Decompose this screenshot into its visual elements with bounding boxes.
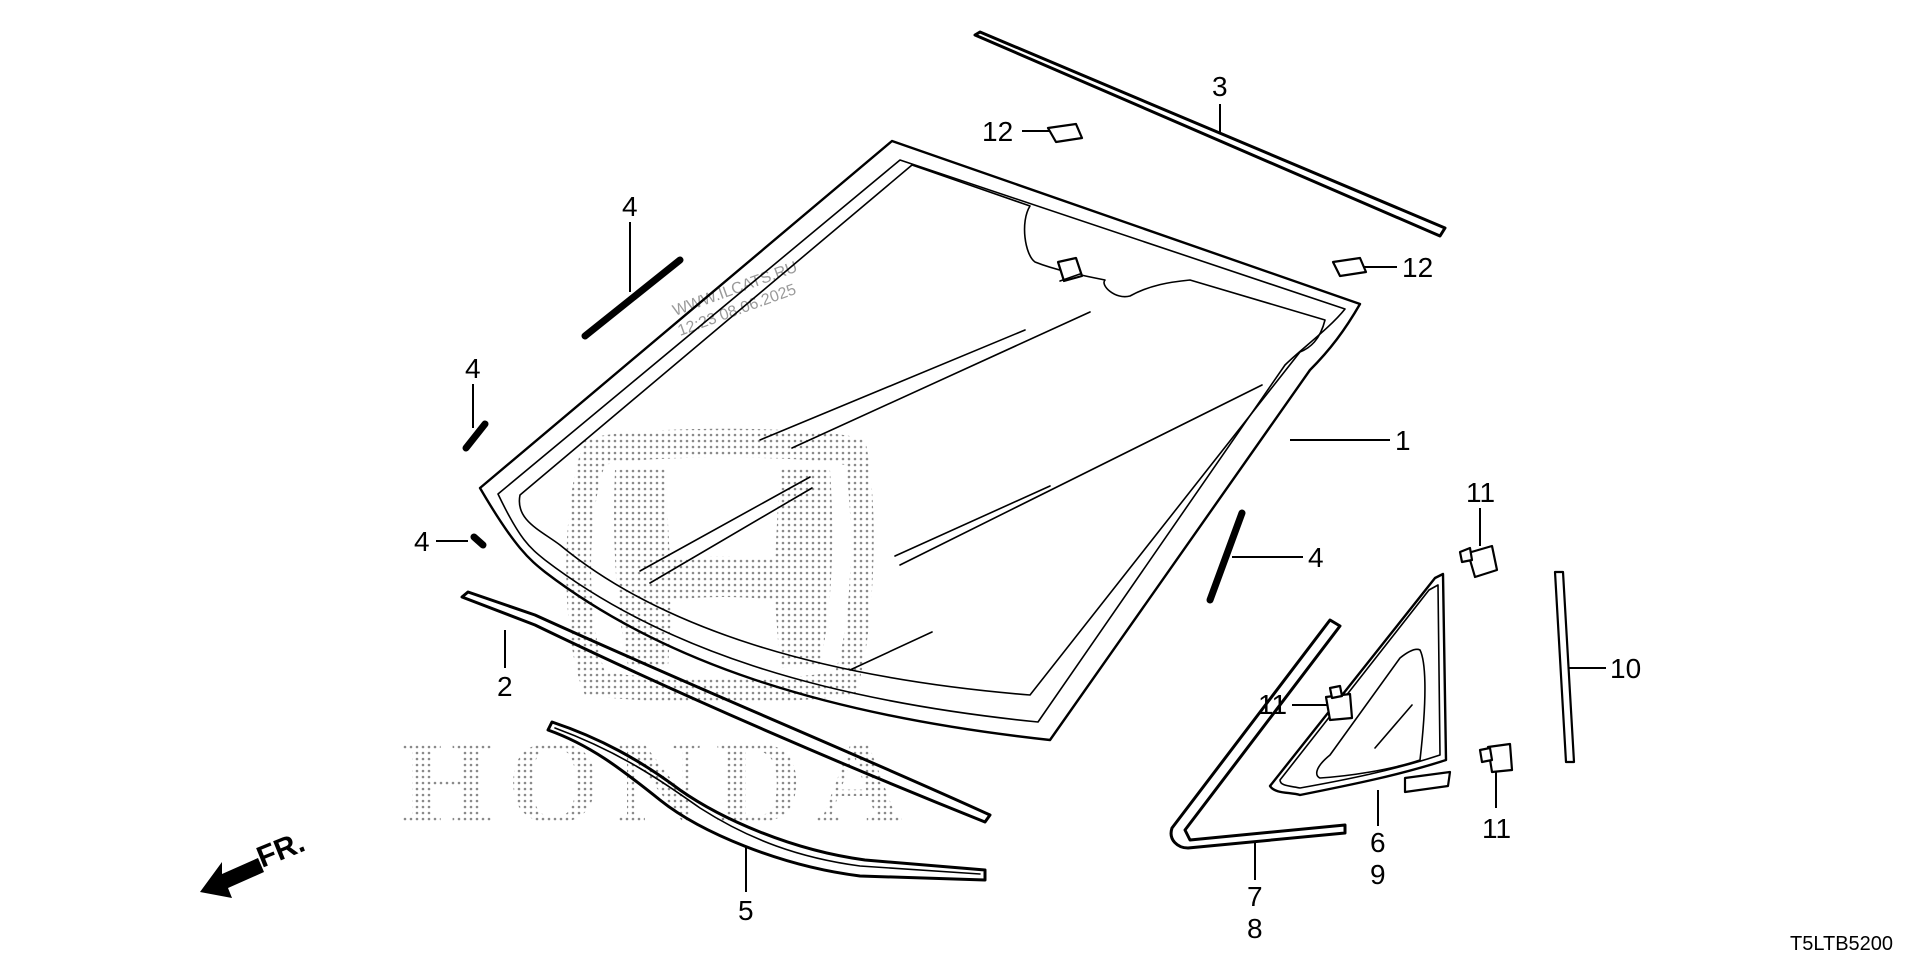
front-direction-indicator: FR.: [200, 826, 309, 898]
part-4-strip-right: [1206, 509, 1246, 604]
callout-4-left: 4: [465, 353, 481, 384]
part-11-fastener-2: [1324, 684, 1354, 722]
brand-text-watermark: HONDA: [400, 715, 917, 848]
callout-4-right: 4: [1308, 542, 1324, 573]
windshield-glass: [478, 139, 1362, 742]
part-12-clip-top: [1046, 122, 1084, 144]
callout-11-upper: 11: [1466, 477, 1495, 508]
front-label: FR.: [252, 826, 309, 875]
callout-4-upper: 4: [622, 191, 638, 222]
callout-5: 5: [738, 895, 754, 926]
callout-9: 9: [1370, 859, 1386, 890]
callout-8: 8: [1247, 913, 1263, 944]
callout-12-right: 12: [1402, 252, 1433, 283]
part-4-strip-upper: [581, 256, 684, 340]
part-11-fastener-1: [1458, 544, 1499, 579]
callout-4-small: 4: [414, 526, 430, 557]
callout-6: 6: [1370, 827, 1386, 858]
part-7-quarter-moulding: [1169, 618, 1347, 850]
part-6-quarter-glass: [1268, 572, 1452, 797]
part-4-strip-left: [462, 420, 489, 452]
part-12-clip-right: [1331, 256, 1368, 278]
callout-3: 3: [1212, 71, 1228, 102]
callout-10: 10: [1610, 653, 1641, 684]
part-3-roof-moulding: [973, 30, 1447, 238]
part-5-cowl-seal-inner: [554, 727, 981, 875]
callout-11-left: 11: [1258, 689, 1287, 720]
part-11-fastener-3: [1478, 742, 1514, 774]
diagram-code: T5LTB5200: [1790, 933, 1893, 955]
front-arrow-icon: [200, 858, 264, 898]
callout-7: 7: [1247, 881, 1263, 912]
part-2-lower-moulding: [460, 590, 992, 824]
callout-1: 1: [1395, 425, 1411, 456]
callout-2: 2: [497, 671, 513, 702]
part-4-strip-small: [470, 533, 487, 549]
callout-11-lower: 11: [1482, 813, 1511, 844]
honda-logo-watermark: [566, 428, 874, 703]
callout-12-top: 12: [982, 116, 1013, 147]
part-10-side-strip: [1553, 570, 1576, 764]
part-5-cowl-seal: [546, 720, 987, 882]
